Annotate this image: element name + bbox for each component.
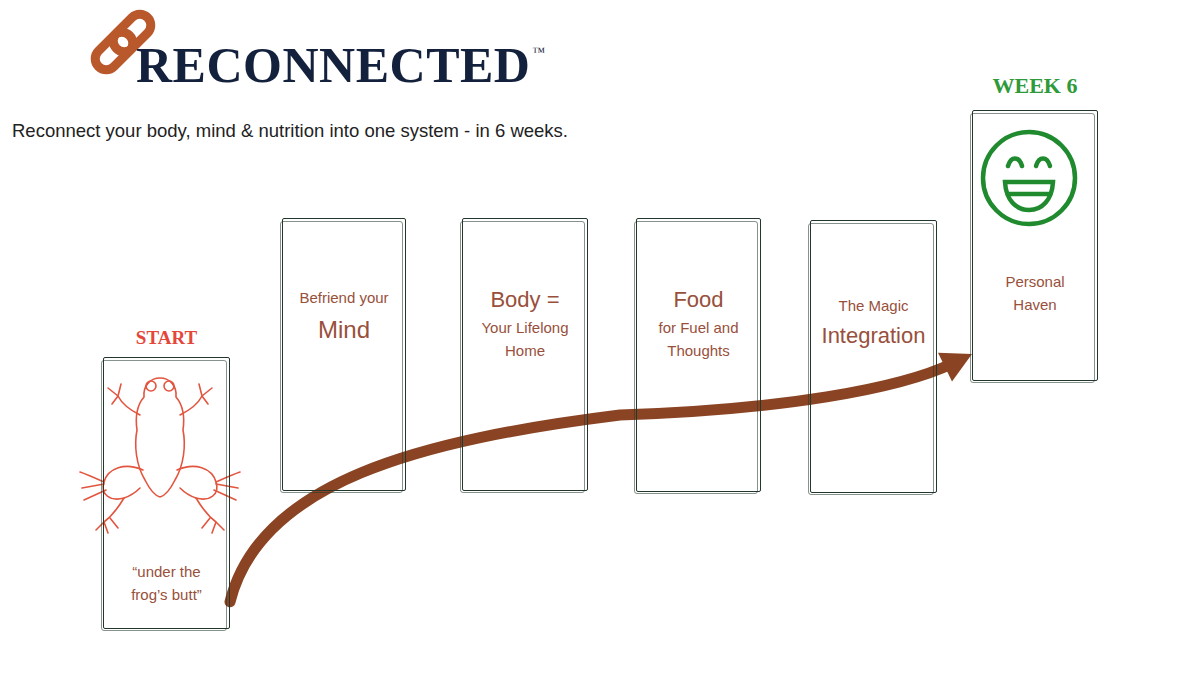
step-box: Foodfor Fuel and Thoughts — [636, 218, 761, 492]
step-text: The Magic — [811, 295, 936, 318]
smiley-face — [983, 132, 1075, 224]
step-box: Befriend yourMind — [282, 218, 406, 491]
step-box: The MagicIntegration — [810, 220, 937, 493]
step-box: START“under the frog’s butt” — [103, 357, 230, 629]
logo-title: RECONNECTED — [136, 40, 530, 90]
frog-drawing — [80, 378, 240, 533]
tagline: Reconnect your body, mind & nutrition in… — [12, 120, 568, 142]
arrow-head — [938, 353, 972, 382]
arrow-shaft — [230, 363, 953, 602]
step-text: Body = — [463, 283, 587, 316]
step-heading: WEEK 6 — [943, 73, 1127, 99]
step-text: “under the frog’s butt” — [115, 561, 219, 606]
step-box: WEEK 6Personal Haven — [972, 110, 1098, 381]
trademark-mark: ™ — [532, 44, 545, 60]
step-text: Befriend your — [283, 287, 405, 310]
step-text: Personal Haven — [993, 271, 1077, 316]
progress-arrow — [230, 353, 972, 602]
step-heading: START — [74, 327, 259, 350]
step-text: for Fuel and Thoughts — [649, 317, 749, 362]
step-text: Mind — [283, 312, 405, 348]
step-text: Integration — [811, 319, 936, 352]
step-text: Food — [637, 283, 760, 316]
step-box: Body =Your Lifelong Home — [462, 218, 588, 491]
step-text: Your Lifelong Home — [470, 317, 580, 362]
